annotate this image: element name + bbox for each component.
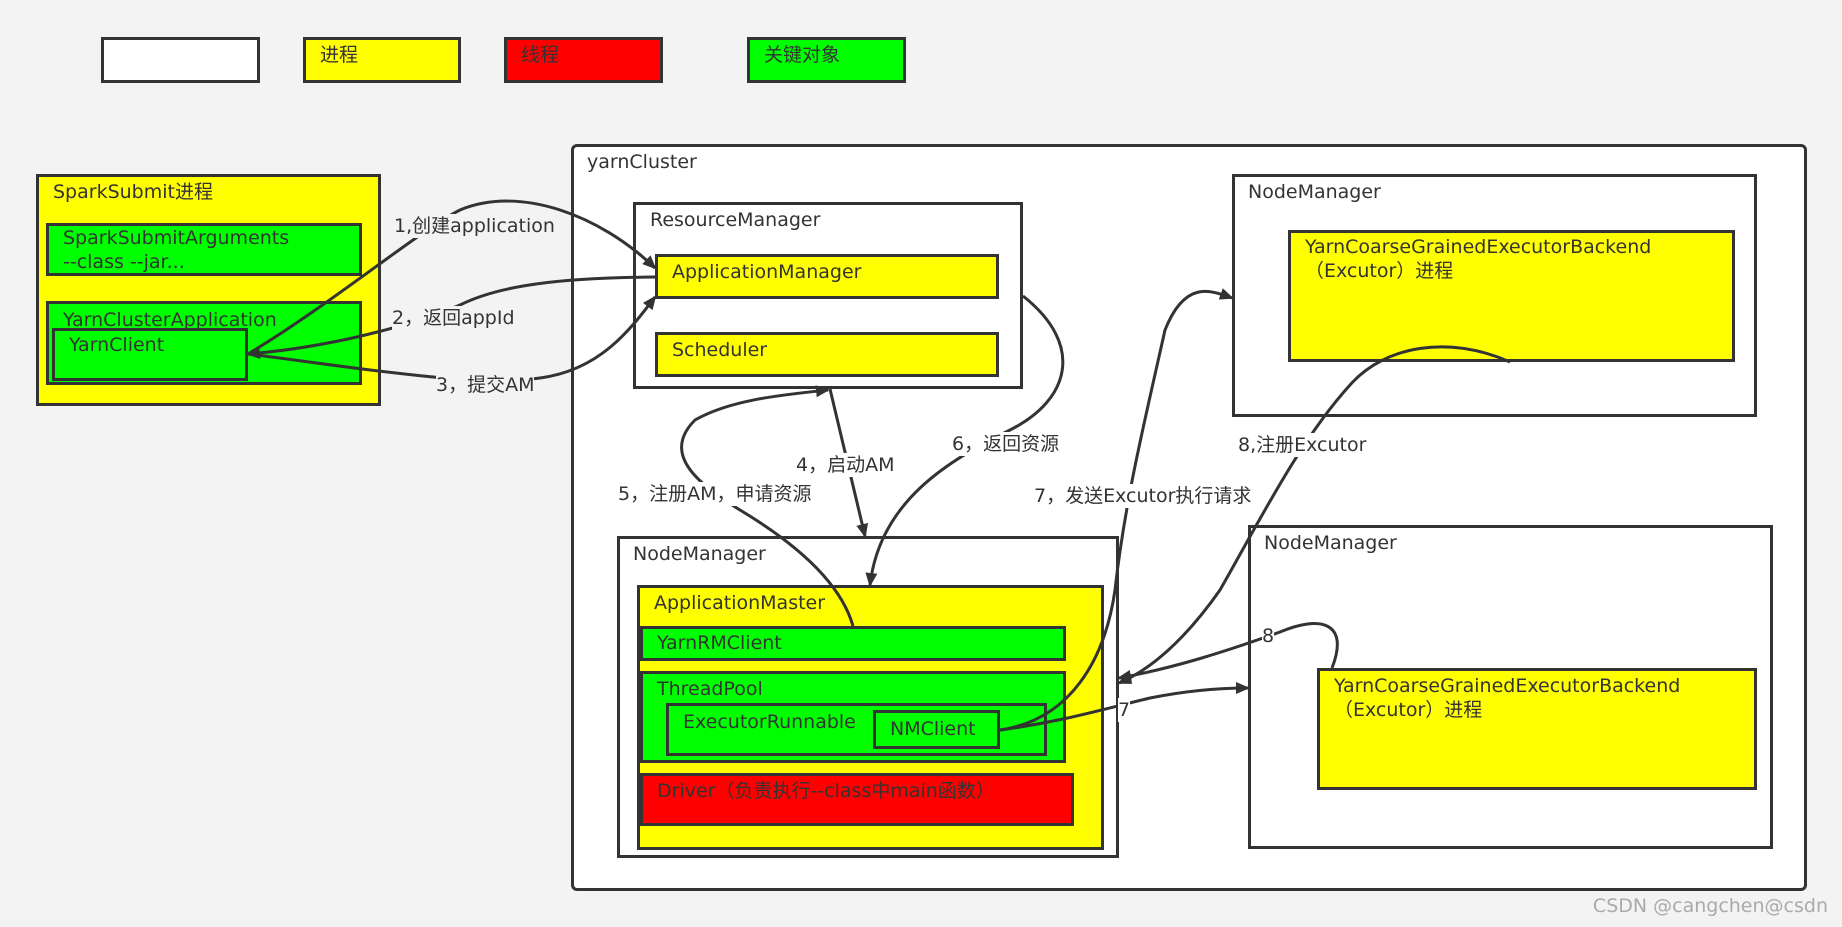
spark-submit-arguments-label: SparkSubmitArguments --class --jar... — [63, 227, 290, 273]
yarn-client: YarnClient — [52, 328, 248, 381]
legend-blank — [101, 37, 260, 83]
resource-manager-label: ResourceManager — [650, 209, 821, 231]
edge-label-7: 7，发送Excutor执行请求 — [1034, 484, 1252, 508]
node-manager-am-label: NodeManager — [633, 543, 766, 565]
yarn-rm-client-label: YarnRMClient — [657, 632, 782, 654]
application-master-label: ApplicationMaster — [654, 592, 826, 614]
yarn-client-label: YarnClient — [69, 334, 165, 356]
edge-label-2: 2，返回appId — [392, 306, 515, 330]
legend-key-object-label: 关键对象 — [764, 44, 841, 66]
thread-pool-label: ThreadPool — [657, 678, 763, 700]
spark-submit-arguments: SparkSubmitArguments --class --jar... — [46, 223, 362, 276]
driver-thread: Driver（负责执行--class中main函数） — [640, 773, 1074, 826]
edge-label-5: 5，注册AM，申请资源 — [618, 482, 812, 506]
driver-thread-label: Driver（负责执行--class中main函数） — [657, 780, 995, 802]
watermark: CSDN @cangchen@csdn — [1592, 895, 1828, 917]
yarn-cluster-application-label: YarnClusterApplication — [63, 309, 277, 331]
node-manager-top-label: NodeManager — [1248, 181, 1381, 203]
yarn-rm-client: YarnRMClient — [640, 626, 1066, 661]
executor-backend-bottom: YarnCoarseGrainedExecutorBackend （Excuto… — [1317, 668, 1757, 790]
executor-backend-bottom-label: YarnCoarseGrainedExecutorBackend （Excuto… — [1334, 675, 1681, 721]
application-manager-label: ApplicationManager — [672, 261, 862, 283]
legend-process: 进程 — [303, 37, 461, 83]
spark-submit-label: SparkSubmit进程 — [53, 181, 213, 203]
executor-backend-top: YarnCoarseGrainedExecutorBackend （Excuto… — [1288, 230, 1735, 362]
legend-thread: 线程 — [504, 37, 663, 83]
scheduler-label: Scheduler — [672, 339, 768, 361]
nm-client-label: NMClient — [890, 718, 976, 740]
node-manager-bottom-label: NodeManager — [1264, 532, 1397, 554]
nm-client: NMClient — [873, 710, 1000, 749]
edge-label-3: 3，提交AM — [436, 373, 535, 397]
edge-label-8: 8,注册Excutor — [1238, 433, 1367, 457]
executor-backend-top-label: YarnCoarseGrainedExecutorBackend （Excuto… — [1305, 236, 1652, 282]
legend-thread-label: 线程 — [521, 44, 560, 66]
legend-process-label: 进程 — [320, 44, 359, 66]
scheduler: Scheduler — [655, 332, 999, 377]
application-manager: ApplicationManager — [655, 254, 999, 299]
yarn-cluster-label: yarnCluster — [587, 151, 697, 173]
legend-key-object: 关键对象 — [747, 37, 906, 83]
edge-label-4: 4，启动AM — [796, 453, 895, 477]
edge-label-6: 6，返回资源 — [952, 432, 1060, 456]
edge-label-8b: 8 — [1262, 624, 1275, 648]
executor-runnable-label: ExecutorRunnable — [683, 711, 856, 733]
edge-label-7b: 7 — [1118, 698, 1131, 722]
edge-label-1: 1,创建application — [394, 214, 555, 238]
